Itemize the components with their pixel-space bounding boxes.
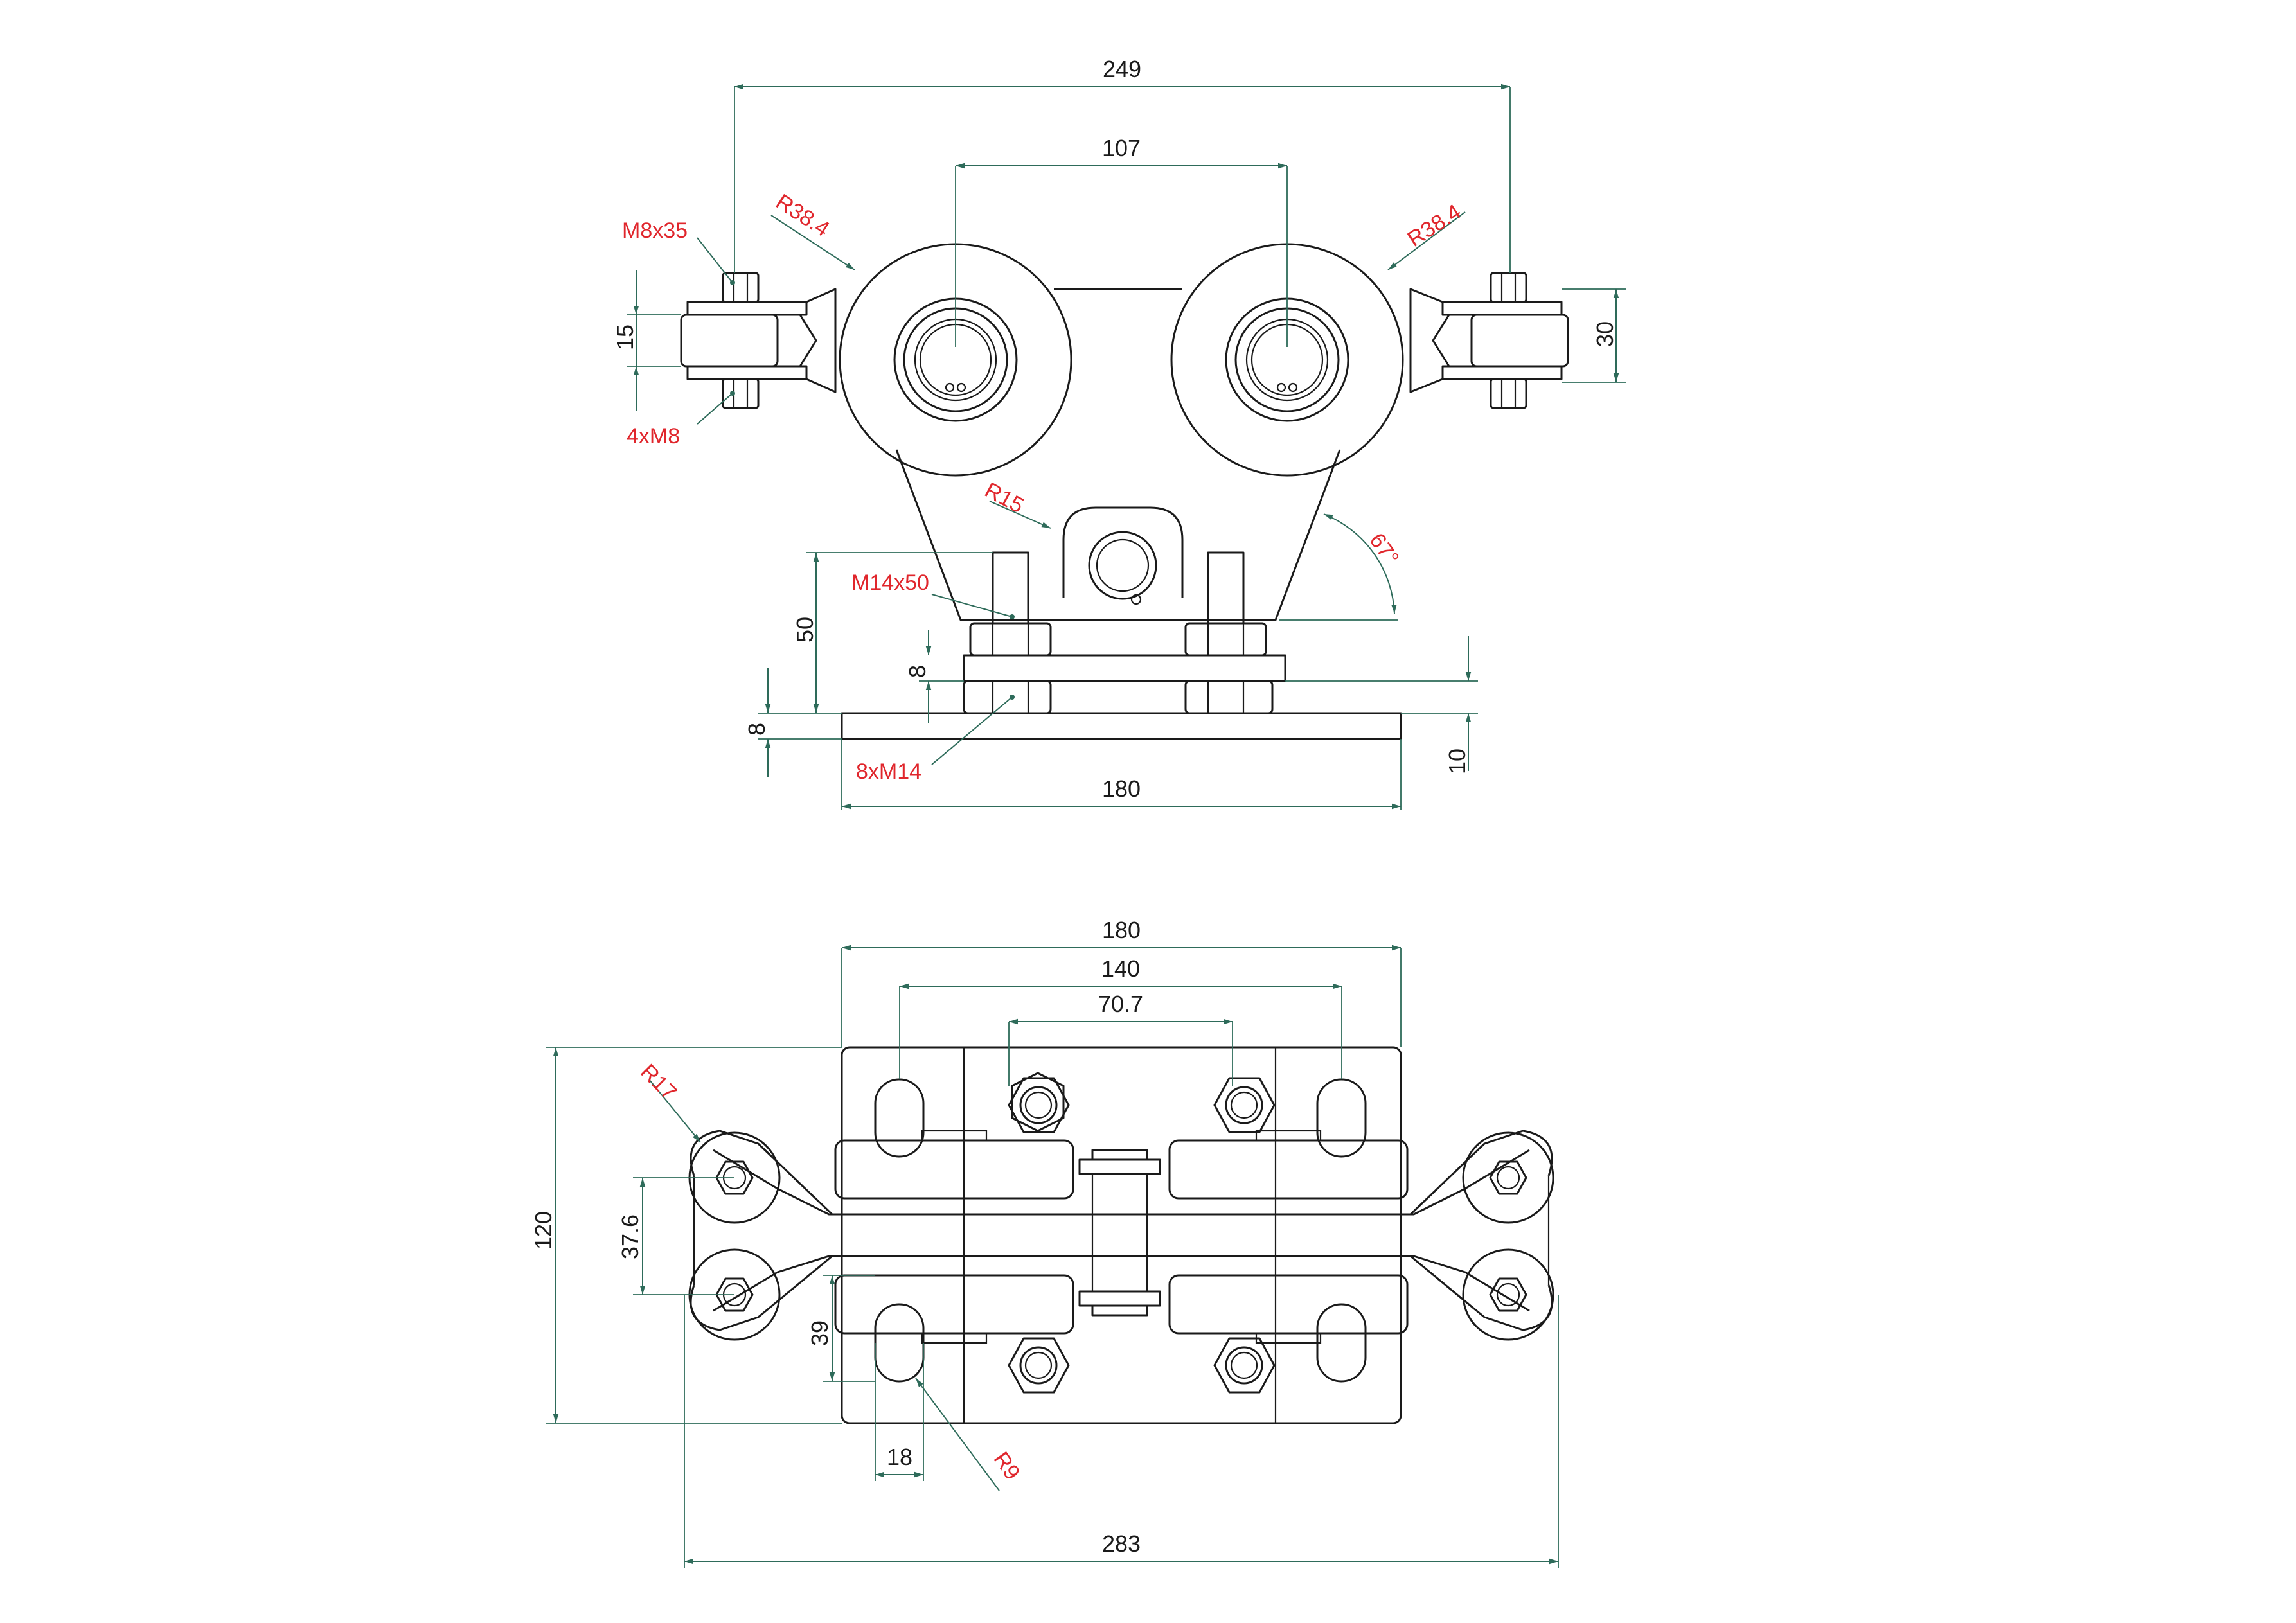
dim-stud-spacing: 70.7 — [1098, 991, 1143, 1017]
dim-plate-gap: 8 — [904, 665, 930, 678]
center-axle — [1078, 1149, 1161, 1317]
dim-plate-thickness: 10 — [1444, 749, 1470, 774]
note-bolt-side: M8x35 — [622, 218, 688, 243]
dim-overall-depth: 120 — [530, 1211, 556, 1250]
note-slot-radius: R9 — [988, 1448, 1024, 1484]
note-angle: 67° — [1364, 529, 1403, 570]
dim-stud-height: 50 — [792, 617, 818, 643]
note-eye-radius: R15 — [981, 478, 1028, 519]
dim-slot-height: 39 — [806, 1320, 833, 1346]
top-wheels — [834, 1130, 1409, 1344]
dim-base-width: 180 — [1102, 776, 1141, 802]
carriage-body — [895, 288, 1341, 621]
front-view: 249 107 R38.4 R38.4 M8x35 15 — [612, 56, 1626, 810]
note-radius-right: R38.4 — [1403, 199, 1466, 251]
left-guide-roller — [680, 272, 837, 409]
dim-guide-spacing: 37.6 — [617, 1214, 643, 1259]
dim-overall-length: 283 — [1102, 1530, 1141, 1557]
dim-guide-height-right: 30 — [1592, 321, 1618, 347]
studs-and-nuts — [963, 551, 1286, 714]
dim-slot-width: 18 — [887, 1444, 912, 1470]
front-view-dimensions: 249 107 R38.4 R38.4 M8x35 15 — [612, 56, 1626, 810]
note-nuts-side: 4xM8 — [627, 424, 680, 448]
note-nuts-base: 8xM14 — [856, 759, 921, 784]
note-radius-left: R38.4 — [772, 190, 834, 242]
note-guide-radius: R17 — [636, 1060, 681, 1105]
right-guide-roller — [1409, 272, 1569, 409]
dim-wheel-spacing: 107 — [1102, 135, 1141, 161]
dim-slot-spacing: 140 — [1101, 955, 1140, 982]
top-hex-nuts — [1008, 1072, 1276, 1394]
dim-overall-width: 249 — [1103, 56, 1141, 82]
dim-plate-width: 180 — [1102, 917, 1141, 943]
top-guide-rollers — [688, 1131, 1554, 1341]
note-stud: M14x50 — [851, 571, 929, 595]
top-base-plate — [841, 1046, 1402, 1424]
dim-guide-height: 15 — [612, 324, 638, 350]
top-view-dimensions: 180 140 70.7 R17 120 37.6 — [530, 917, 1559, 1568]
dim-base-gap: 8 — [743, 723, 770, 736]
top-view: 180 140 70.7 R17 120 37.6 — [530, 917, 1559, 1568]
base-plate — [841, 712, 1402, 740]
plate-slots — [874, 1078, 1367, 1383]
